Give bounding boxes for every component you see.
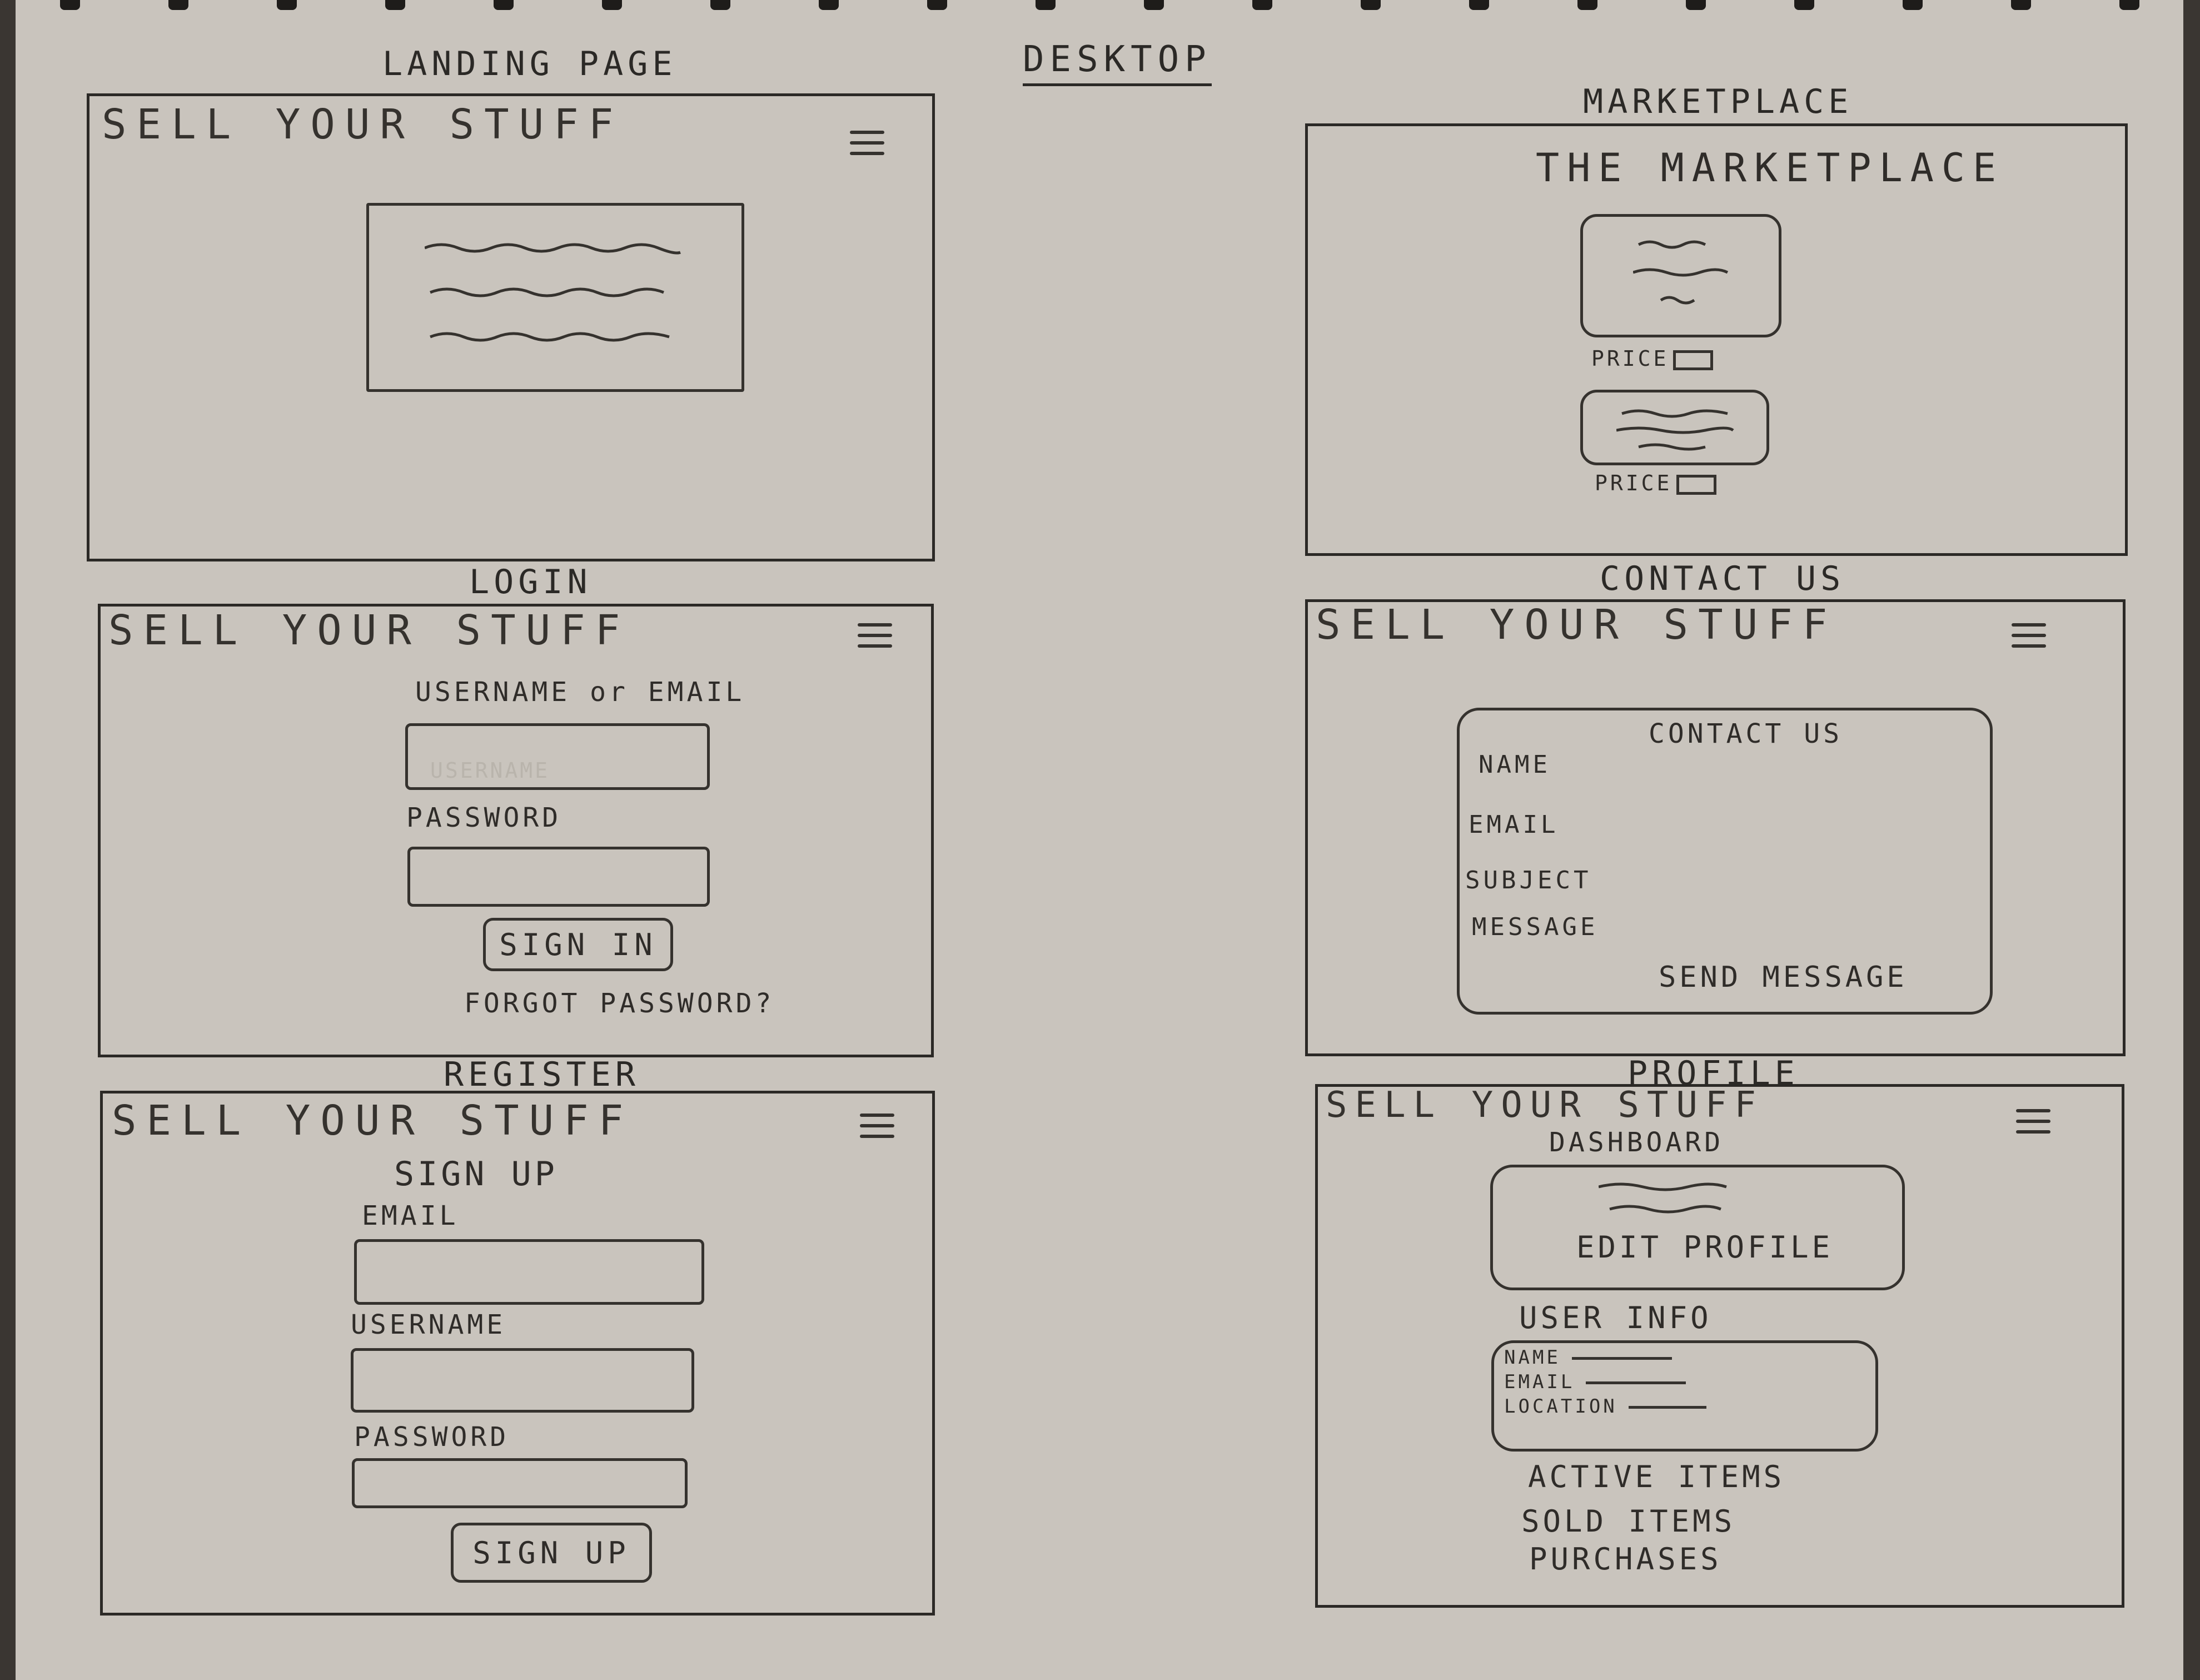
username-label: USERNAME (351, 1309, 506, 1340)
active-items-link[interactable]: ACTIVE ITEMS (1528, 1459, 1785, 1494)
marketplace-screen-title: MARKETPLACE (1583, 82, 1853, 121)
info-name-row: NAME (1504, 1346, 1672, 1369)
hamburger-menu-icon[interactable] (2012, 623, 2046, 648)
dashboard-text-placeholder (1599, 1182, 1727, 1214)
price-value-box (1676, 474, 1717, 495)
username-input[interactable] (351, 1348, 694, 1413)
edit-profile-button[interactable]: EDIT PROFILE (1576, 1230, 1834, 1265)
username-label: USERNAME or EMAIL (415, 677, 745, 708)
name-field[interactable]: NAME (1479, 750, 1551, 779)
contact-card: CONTACT US NAME EMAIL SUBJECT MESSAGE SE… (1457, 708, 1993, 1015)
sketch-paper: DESKTOP LANDING PAGE SELL YOUR STUFF LOG… (16, 0, 2183, 1680)
sheet-heading: DESKTOP (1023, 39, 1212, 86)
sign-in-button[interactable]: SIGN IN (483, 918, 673, 971)
product-price-label: PRICE (1591, 346, 1714, 371)
dashboard-heading: DASHBOARD (1549, 1127, 1724, 1158)
message-field[interactable]: MESSAGE (1472, 913, 1599, 941)
subject-field[interactable]: SUBJECT (1465, 866, 1592, 894)
hamburger-menu-icon[interactable] (2016, 1109, 2050, 1134)
hero-text-card (366, 203, 744, 392)
marketplace-frame: THE MARKETPLACE PRICE PRICE (1305, 123, 2128, 556)
hamburger-menu-icon[interactable] (858, 623, 892, 648)
password-label: PASSWORD (354, 1421, 510, 1453)
password-input[interactable] (407, 847, 710, 907)
forgot-password-link[interactable]: FORGOT PASSWORD? (464, 988, 775, 1019)
password-input[interactable] (352, 1458, 688, 1508)
contact-card-title: CONTACT US (1649, 718, 1843, 749)
product-price-label: PRICE (1595, 471, 1717, 495)
purchases-link[interactable]: PURCHASES (1529, 1542, 1722, 1577)
register-screen-title: REGISTER (444, 1055, 640, 1094)
price-value-box (1673, 350, 1714, 370)
sold-items-link[interactable]: SOLD ITEMS (1521, 1504, 1736, 1539)
spiral-binding (16, 0, 2183, 10)
hamburger-menu-icon[interactable] (850, 131, 884, 155)
username-placeholder: USERNAME (430, 758, 550, 783)
product-text-placeholder (1616, 409, 1734, 451)
hamburger-menu-icon[interactable] (860, 1114, 894, 1138)
profile-brand[interactable]: SELL YOUR STUFF (1326, 1085, 1764, 1126)
info-email-row: EMAIL (1504, 1371, 1686, 1393)
send-message-button[interactable]: SEND MESSAGE (1659, 961, 1908, 994)
register-brand[interactable]: SELL YOUR STUFF (112, 1097, 634, 1145)
email-label: EMAIL (362, 1200, 459, 1231)
contact-brand[interactable]: SELL YOUR STUFF (1316, 601, 1838, 649)
user-info-card: NAME EMAIL LOCATION (1491, 1340, 1878, 1452)
landing-frame: SELL YOUR STUFF (87, 93, 935, 561)
info-location-row: LOCATION (1504, 1395, 1706, 1418)
product-card[interactable] (1580, 390, 1769, 465)
sign-up-heading: SIGN UP (394, 1155, 558, 1194)
login-frame: SELL YOUR STUFF USERNAME or EMAIL USERNA… (98, 604, 934, 1057)
product-text-placeholder (1633, 240, 1729, 305)
hero-text-placeholder (425, 243, 681, 342)
sign-up-button[interactable]: SIGN UP (451, 1523, 652, 1583)
marketplace-heading: THE MARKETPLACE (1536, 145, 2004, 191)
password-label: PASSWORD (406, 802, 562, 833)
landing-screen-title: LANDING PAGE (382, 44, 677, 83)
login-screen-title: LOGIN (469, 563, 592, 602)
contact-screen-title: CONTACT US (1600, 559, 1845, 598)
profile-frame: SELL YOUR STUFF DASHBOARD EDIT PROFILE U… (1315, 1084, 2124, 1608)
email-field[interactable]: EMAIL (1469, 811, 1559, 839)
register-frame: SELL YOUR STUFF SIGN UP EMAIL USERNAME P… (100, 1091, 935, 1616)
dashboard-card: EDIT PROFILE (1490, 1165, 1905, 1290)
login-brand[interactable]: SELL YOUR STUFF (108, 607, 630, 654)
username-input[interactable]: USERNAME (405, 723, 710, 790)
landing-brand[interactable]: SELL YOUR STUFF (102, 101, 624, 148)
email-input[interactable] (354, 1239, 704, 1305)
product-card[interactable] (1580, 214, 1781, 337)
user-info-heading: USER INFO (1519, 1300, 1712, 1335)
contact-frame: SELL YOUR STUFF CONTACT US NAME EMAIL SU… (1305, 599, 2126, 1056)
